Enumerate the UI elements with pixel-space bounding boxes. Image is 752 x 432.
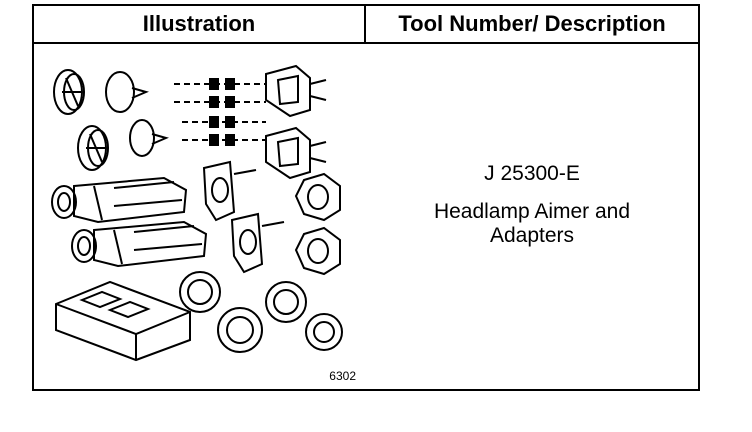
ring-adapter-3: [217, 307, 263, 353]
adapter-rods: [174, 83, 266, 141]
adapter-disc-2: [77, 125, 109, 171]
headlamp-aimer-illustration: [51, 64, 343, 362]
tool-table: Illustration Tool Number/ Description: [32, 4, 700, 391]
aimer-unit-1: [51, 176, 188, 224]
bracket-1: [265, 64, 327, 118]
ring-adapter-4: [305, 313, 343, 351]
header-illustration: Illustration: [34, 6, 366, 44]
octagon-adapter-1: [294, 172, 341, 222]
aimer-unit-2: [71, 220, 208, 268]
octagon-adapter-2: [294, 226, 341, 276]
tool-number: J 25300-E: [484, 161, 580, 185]
illustration-cell: 6302: [34, 44, 364, 389]
figure-number: 6302: [329, 369, 356, 383]
bracket-2: [265, 126, 327, 180]
storage-case: [55, 280, 191, 362]
adapter-holder-1: [202, 160, 257, 222]
tool-description-cell: J 25300-E Headlamp Aimer and Adapters: [366, 44, 698, 389]
adapter-disc-1: [53, 69, 85, 115]
suction-cup-1: [105, 71, 149, 113]
adapter-holder-2: [230, 212, 285, 274]
rod-nuts: [209, 78, 235, 146]
header-tool-description: Tool Number/ Description: [366, 6, 698, 44]
tool-description: Headlamp Aimer and Adapters: [433, 199, 631, 247]
ring-adapter-1: [179, 271, 221, 313]
suction-cup-2: [129, 119, 169, 157]
ring-adapter-2: [265, 281, 307, 323]
